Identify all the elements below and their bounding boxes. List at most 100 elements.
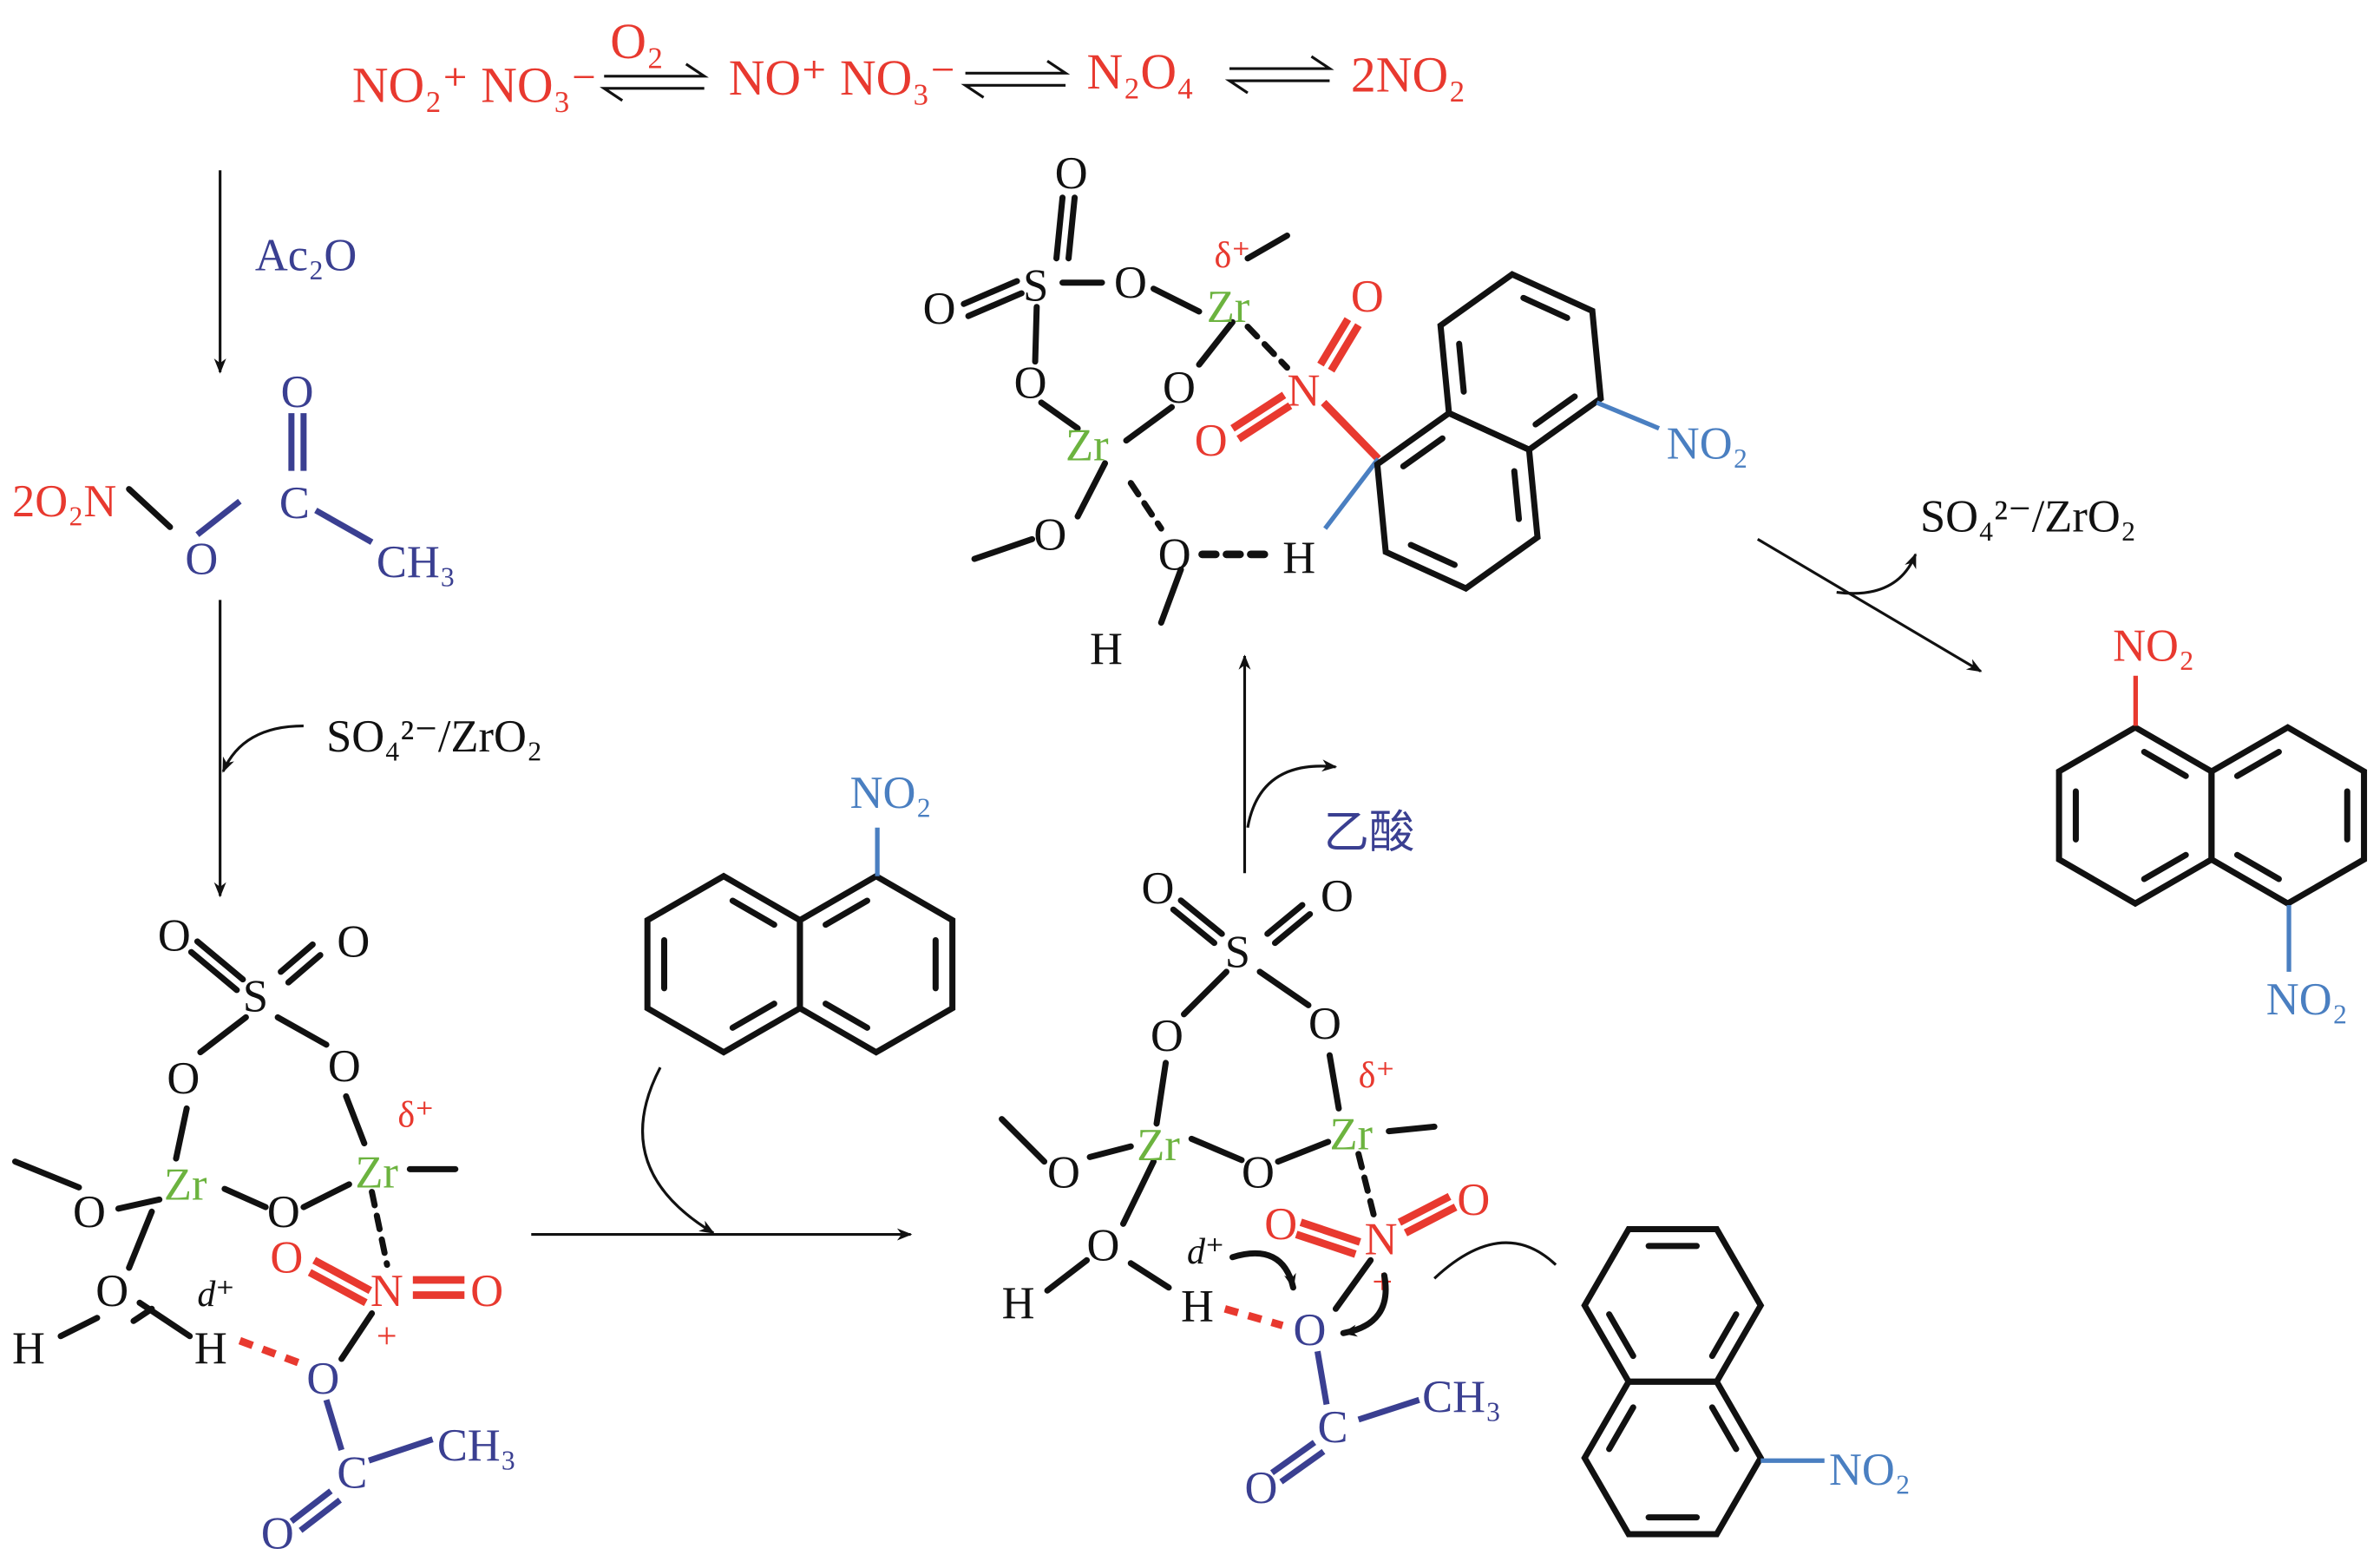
oxygen-label: O	[328, 1041, 361, 1092]
carbon-label: C	[1317, 1402, 1347, 1453]
complex-3: S O O O O O Zr Zr δ⁺ O O H H N O O	[923, 148, 1384, 674]
delta-plus-label: δ⁺	[1214, 236, 1250, 276]
oxygen-label: O	[73, 1187, 106, 1237]
aromatic-double-bond	[1520, 294, 1570, 321]
naphthalene-no2-label: NO₂	[1829, 1445, 1911, 1495]
bond	[126, 486, 174, 530]
hydrogen-label: H	[1282, 533, 1315, 583]
equilibrium-arrow-2	[961, 59, 1071, 99]
oxygen-label: O	[267, 1187, 300, 1237]
hydrogen-bond	[1223, 1305, 1284, 1329]
methyl-label: CH₃	[1422, 1372, 1501, 1422]
aromatic-double-bond	[1511, 468, 1523, 522]
no2-double-bonds	[307, 1256, 465, 1307]
oxygen-label: O	[1244, 1463, 1277, 1513]
zirconium-label: Zr	[1065, 420, 1109, 470]
species-no2plus-no3minus: NO₂⁺ NO₃⁻	[352, 59, 597, 114]
coordination-bond	[369, 1189, 390, 1269]
ring-no2-label: NO₂	[1667, 419, 1748, 469]
oxygen-label: O	[1114, 258, 1147, 308]
oxygen-label: O	[158, 910, 191, 961]
oxygen-label: O	[1142, 863, 1175, 914]
hydrogen-label: H	[1002, 1278, 1035, 1329]
aromatic-double-bond	[1407, 541, 1458, 568]
coordination-bond	[1244, 323, 1290, 371]
benzene-ring	[1581, 1378, 1765, 1538]
curved-arrow-catalyst	[221, 724, 304, 773]
oxygen-label: O	[1264, 1199, 1297, 1250]
carbonyl-oxygen-label: O	[281, 367, 314, 417]
methyl-label: CH₃	[437, 1420, 516, 1471]
oxygen-label: O	[270, 1232, 303, 1283]
nitrogen-oxide-equilibrium: NO₂⁺ NO₃⁻ O₂ NO⁺ NO₃⁻ N₂O₄ 2NO₂	[352, 15, 1465, 114]
reagent-o2: O₂	[610, 15, 664, 69]
sulfur-label: S	[243, 971, 268, 1021]
product-no2-bottom: NO₂	[2266, 974, 2348, 1025]
bond	[314, 508, 374, 545]
bond	[195, 498, 242, 537]
coordination-bond	[1127, 480, 1164, 532]
nitro-bond	[1596, 400, 1661, 431]
oxygen-label: O	[261, 1509, 294, 1555]
bond	[1332, 1256, 1374, 1312]
species-n2o4: N₂O₄	[1087, 45, 1195, 100]
oxygen-label: O	[1151, 1011, 1183, 1061]
zirconium-label: Zr	[355, 1147, 398, 1197]
electron-arrow	[1340, 1272, 1389, 1337]
curved-arrow-reactant	[641, 1066, 715, 1235]
benzene-ring	[797, 872, 956, 1056]
oxygen-label: O	[1195, 416, 1228, 466]
bond	[338, 1310, 376, 1362]
curved-arrow-catalyst-release	[1836, 553, 1918, 595]
oxygen-label: O	[185, 535, 218, 585]
coordination-bond	[1355, 1151, 1377, 1218]
benzene-ring	[2055, 724, 2215, 908]
oxygen-label: O	[1351, 272, 1384, 322]
acetate-bonds	[1269, 1350, 1420, 1485]
zirconium-label: Zr	[1137, 1120, 1180, 1171]
catalyst-label-1: SO₄²⁻/ZrO₂	[326, 712, 542, 762]
aromatic-double-bond	[1456, 340, 1467, 395]
aromatic-double-bond	[1708, 1311, 1740, 1360]
oxygen-label: O	[1308, 999, 1341, 1049]
product-no2-top: NO₂	[2113, 620, 2194, 671]
complex-1: S O O O O Zr Zr δ⁺ O O O H H d⁺ N O O + …	[12, 910, 516, 1555]
nitrogen-label: N	[370, 1266, 403, 1316]
delta-plus-label: δ⁺	[397, 1095, 434, 1135]
oxygen-label: O	[470, 1266, 503, 1316]
species-noplus-no3minus: NO⁺ NO₃⁻	[729, 51, 956, 106]
oxygen-label: O	[1321, 871, 1354, 922]
aromatic-double-bond	[1606, 1404, 1636, 1453]
aromatic-double-bond	[1606, 1311, 1636, 1360]
oxygen-label: O	[95, 1266, 128, 1316]
hydrogen-bond	[238, 1336, 302, 1368]
bonds	[999, 897, 1438, 1294]
bonds	[961, 194, 1290, 627]
aromatic-double-bond	[823, 1001, 870, 1031]
zirconium-label: Zr	[164, 1159, 207, 1210]
oxygen-label: O	[1163, 363, 1196, 413]
aromatic-double-bond	[729, 897, 777, 928]
oxygen-label: O	[1087, 1220, 1120, 1270]
hydrogen-label: H	[12, 1323, 45, 1374]
catalyst-label-2: SO₄²⁻/ZrO₂	[1920, 492, 2136, 542]
aromatic-double-bond	[2233, 851, 2282, 882]
reactant-no2-label: NO₂	[850, 768, 932, 818]
aromatic-double-bond	[2233, 749, 2282, 779]
oxygen-label: O	[1047, 1147, 1080, 1197]
oxygen-label: O	[923, 284, 956, 334]
oxygen-label: O	[167, 1053, 200, 1104]
equilibrium-arrow-1	[600, 62, 709, 102]
carbon-label: C	[337, 1448, 367, 1499]
sigma-complex-naphthalene	[1374, 271, 1604, 593]
aromatic-double-bond	[729, 1001, 777, 1031]
no2-double-bonds	[1295, 1192, 1458, 1258]
hydrogen-label: H	[194, 1323, 227, 1374]
ch-bond	[1323, 457, 1380, 530]
aromatic-double-bond	[1532, 393, 1578, 428]
complex-2: S O O O O Zr Zr δ⁺ O O O H H d⁺ N O O + …	[999, 863, 1557, 1513]
naphthalene-side-product	[1581, 1226, 1765, 1538]
aromatic-double-bond	[1400, 435, 1446, 469]
hydrogen-label: H	[1090, 624, 1123, 674]
oxygen-label: O	[1457, 1175, 1490, 1225]
